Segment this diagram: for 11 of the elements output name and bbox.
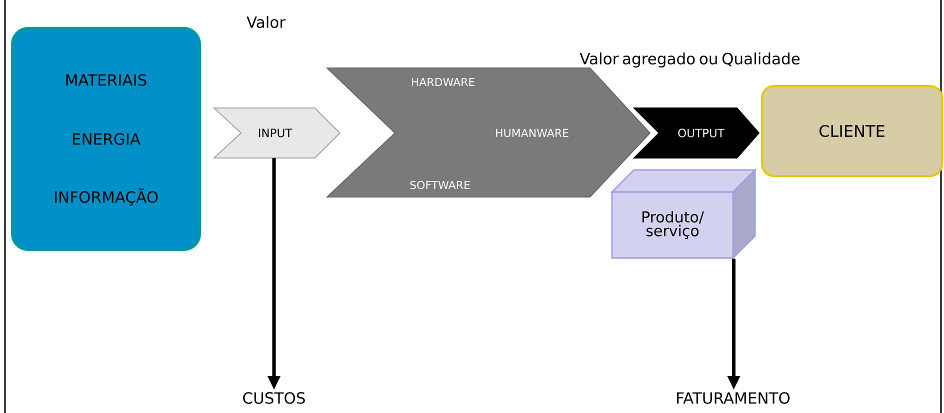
chevron-arrow [212, 108, 341, 158]
value-label: Valor agregado ou Qualidade [580, 52, 800, 68]
edge-label: OUTPUT [676, 128, 726, 138]
revenue-label: FATURAMENTO [677, 392, 790, 404]
value-label: Valor [246, 16, 286, 28]
cost-label: CUSTOS [243, 392, 305, 404]
chevron-arrow [632, 108, 760, 158]
client-box: CLIENTE [761, 85, 943, 177]
process-chevron: HARDWARE HUMANWARE SOFTWARE [326, 68, 651, 198]
edge-label: INPUT [256, 128, 294, 138]
content-box: MATERIAIS ENERGIA INFORMAÇÃO [11, 27, 201, 251]
